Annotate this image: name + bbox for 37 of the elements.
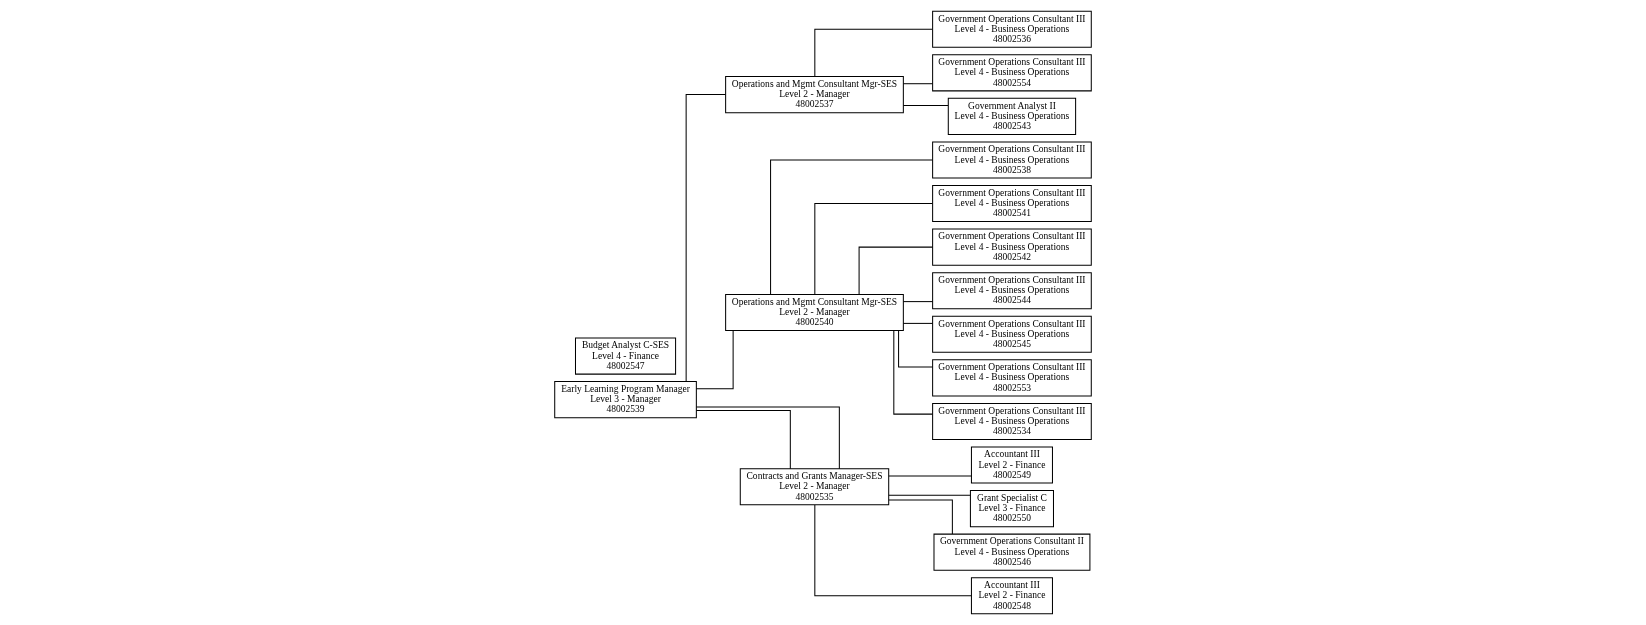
connector — [770, 159, 934, 295]
node-box: Government Operations Consultant III Level 4 - Business Operations 48002541 — [932, 185, 1092, 223]
node-box: Accountant III Level 2 - Finance 48002548 — [970, 577, 1053, 615]
connector — [685, 94, 727, 382]
connector — [888, 475, 972, 477]
connector — [902, 322, 934, 324]
connector — [814, 504, 972, 597]
node-box: Government Operations Consultant III Level 4 - Business Operations 48002544 — [932, 272, 1092, 310]
node-box: Government Operations Consultant III Level 4 - Business Operations 48002536 — [932, 10, 1092, 48]
node-box: Early Learning Program Manager Level 3 - Manager 48002539 — [554, 381, 697, 419]
connector — [902, 83, 934, 85]
connector — [888, 494, 971, 496]
connector — [902, 301, 934, 303]
connector — [858, 246, 934, 295]
node-box: Government Operations Consultant III Level 4 - Business Operations 48002534 — [932, 402, 1092, 440]
connector — [814, 203, 933, 295]
connector — [902, 105, 949, 107]
node-box: Government Operations Consultant III Level 4 - Business Operations 48002542 — [932, 228, 1092, 266]
connector — [695, 410, 791, 470]
connector — [888, 499, 953, 535]
connector — [898, 330, 934, 368]
node-box: Accountant III Level 2 - Finance 48002549 — [970, 446, 1053, 484]
connector — [893, 330, 933, 415]
connector — [814, 28, 933, 77]
node-box: Operations and Mgmt Consultant Mgr-SES Level 2 - Manager 48002540 — [725, 293, 904, 332]
node-box: Budget Analyst C-SES Level 4 - Finance 48002547 — [575, 337, 677, 375]
node-box: Operations and Mgmt Consultant Mgr-SES Level 2 - Manager 48002537 — [725, 76, 904, 114]
node-box: Contracts and Grants Manager-SES Level 2 - Manager 48002535 — [739, 468, 890, 506]
node-box: Government Analyst II Level 4 - Business Operations 48002543 — [947, 97, 1077, 135]
node-box: Government Operations Consultant III Level 4 - Business Operations 48002554 — [932, 54, 1092, 92]
node-box: Grant Specialist C Level 3 - Finance 48002550 — [969, 490, 1054, 528]
connector — [695, 406, 840, 470]
node-box: Government Operations Consultant III Level 4 - Business Operations 48002553 — [932, 359, 1092, 397]
connector — [695, 330, 734, 390]
node-box: Government Operations Consultant III Level 4 - Business Operations 48002545 — [932, 315, 1092, 353]
node-box: Government Operations Consultant II Level 4 - Business Operations 48002546 — [933, 533, 1091, 571]
node-box: Government Operations Consultant III Level 4 - Business Operations 48002538 — [932, 141, 1092, 179]
